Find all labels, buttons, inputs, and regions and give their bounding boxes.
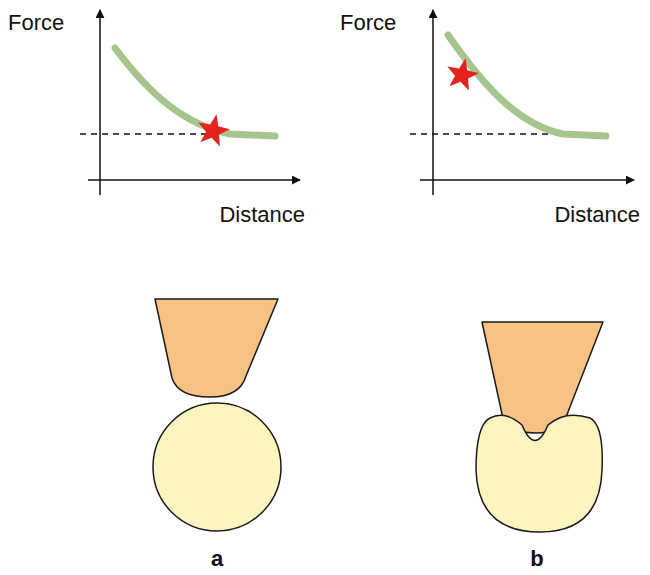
force-curve [115, 48, 275, 136]
force-curve [448, 35, 606, 136]
panel-label: b [530, 548, 543, 570]
graph-right [410, 10, 634, 195]
cell [153, 403, 281, 531]
afm-tip [155, 299, 278, 397]
star-marker [194, 111, 232, 148]
star-marker [443, 55, 481, 92]
graph-left [80, 10, 300, 195]
axis-label: Distance [554, 204, 640, 226]
axis-label: Force [340, 12, 396, 34]
axis-label: Force [8, 12, 64, 34]
x-axis [88, 179, 300, 181]
y-axis [432, 10, 434, 195]
x-axis [420, 179, 634, 181]
y-axis [99, 10, 101, 195]
indented-cell [476, 415, 602, 532]
axis-label: Distance [219, 204, 305, 226]
panel-label: a [211, 548, 223, 570]
